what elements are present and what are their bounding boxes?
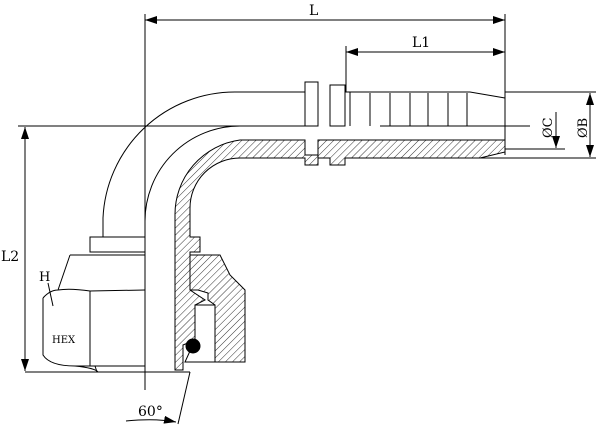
label-B: ØB bbox=[576, 118, 591, 138]
washer bbox=[89, 236, 146, 253]
hex-nut bbox=[42, 288, 146, 373]
label-L: L bbox=[309, 3, 318, 19]
label-angle: 60° bbox=[138, 404, 163, 420]
label-H: H bbox=[39, 270, 50, 285]
tube-wall-section bbox=[174, 139, 319, 371]
label-HEX: HEX bbox=[52, 335, 76, 346]
label-L1: L1 bbox=[412, 35, 430, 51]
label-L2: L2 bbox=[1, 249, 19, 265]
o-ring bbox=[185, 338, 201, 354]
angle-arc bbox=[125, 415, 177, 424]
label-C: ØC bbox=[541, 117, 556, 138]
